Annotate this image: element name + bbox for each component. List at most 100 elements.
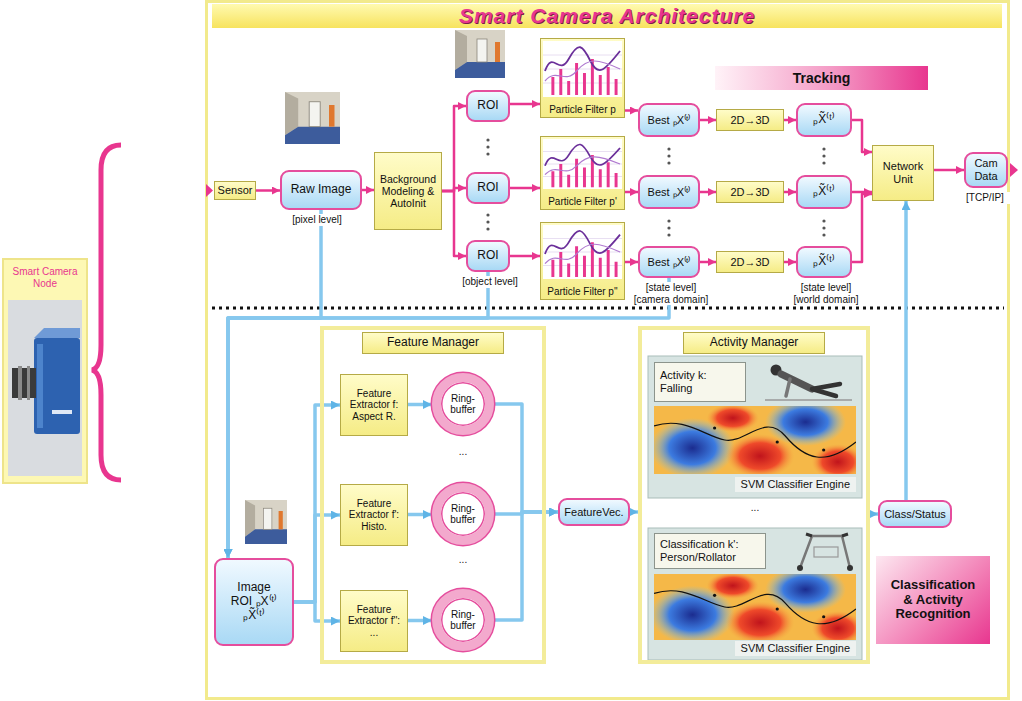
particle-filter-fill	[540, 136, 625, 210]
activity-header-box: Activity k: Falling	[654, 362, 746, 402]
dot	[667, 219, 670, 222]
feature-extractor-box: Feature Extractor f': Histo.	[340, 484, 408, 546]
data-box: Best ₚX⁽ᵗ⁾	[638, 175, 700, 209]
process-box: 2D→3D	[716, 251, 784, 273]
rollator-wheel	[847, 565, 853, 571]
data-box: Image ROI ₚX⁽ᵗ⁾ ₚX̃⁽ᵗ⁾	[214, 558, 294, 646]
node-text: Network Unit	[876, 160, 930, 185]
connector	[408, 403, 432, 407]
connector	[510, 187, 540, 190]
particle-filter-chart	[543, 41, 622, 97]
node-text: Ring-buffer	[441, 609, 485, 632]
rollator-basket	[814, 547, 838, 557]
raw-image-thumbnail	[285, 92, 340, 144]
rollator-handles	[806, 534, 848, 536]
annotation-label: ...	[451, 554, 475, 566]
connector	[494, 404, 558, 512]
connector	[700, 191, 716, 194]
feature-extractor-box: Feature Extractor f'': ...	[340, 590, 408, 652]
lens-ring	[18, 366, 22, 400]
dot	[667, 233, 670, 236]
node-text: Particle Filter p'	[548, 196, 617, 208]
annotation-label: ...	[743, 502, 767, 514]
ring-buffer-circle: Ring-buffer	[432, 483, 494, 545]
node-text: Particle Filter p	[549, 104, 616, 116]
connector	[625, 109, 638, 112]
dot	[822, 154, 825, 157]
node-text: Cam Data	[969, 157, 1003, 182]
connector	[625, 261, 638, 264]
curly-brace	[92, 145, 121, 480]
connector	[442, 106, 466, 191]
annotation-label: [pixel level]	[282, 214, 352, 226]
node-text: Image ROI ₚX⁽ᵗ⁾ ₚX̃⁽ᵗ⁾	[228, 581, 280, 622]
data-box: ROI	[466, 172, 510, 204]
node-text: Best ₚX⁽ᵗ⁾	[648, 256, 691, 269]
data-box: ₚX̃⁽ᵗ⁾	[796, 175, 852, 209]
process-box: 2D→3D	[716, 109, 784, 131]
ring-buffer-circle: Ring-buffer	[432, 589, 494, 651]
connector	[294, 405, 340, 602]
node-text: Best ₚX⁽ᵗ⁾	[648, 114, 691, 127]
node-text: 2D→3D	[730, 186, 769, 199]
annotation-label: [object level]	[458, 276, 522, 288]
node-text: ROI	[477, 181, 498, 195]
camera-photo	[8, 300, 82, 476]
data-box: Best ₚX⁽ᵗ⁾	[638, 246, 700, 278]
camera-lens	[12, 368, 36, 398]
architecture-frame	[207, 2, 1009, 699]
node-text: 2D→3D	[730, 114, 769, 127]
annotation-label: [TCP/IP]	[958, 192, 1012, 204]
dot	[822, 219, 825, 222]
node-text: Background Modeling & AutoInit	[378, 173, 438, 209]
sensor-mark	[206, 184, 213, 197]
particle-filter-box: Particle Filter p'	[540, 136, 625, 210]
connector	[700, 261, 716, 264]
camera-top	[34, 328, 80, 338]
person-torso	[781, 374, 812, 389]
lens-ring	[27, 366, 30, 400]
data-box: ROI	[466, 90, 510, 122]
dot	[667, 147, 670, 150]
classifier-box: SVM Classifier Engine	[654, 406, 856, 492]
image-roi-thumbnail	[245, 500, 287, 544]
svm-heatmap	[650, 566, 864, 646]
connector	[510, 255, 540, 258]
dot	[667, 161, 670, 164]
particle-filter-fill	[540, 222, 625, 300]
connector	[408, 619, 432, 623]
output-arrow	[1010, 163, 1018, 177]
data-box: Best ₚX⁽ᵗ⁾	[638, 103, 700, 137]
node-text: Classification k': Person/Rollator	[660, 538, 760, 563]
node-text: 2D→3D	[730, 256, 769, 269]
camera-node-fill	[2, 258, 88, 484]
connector	[294, 602, 340, 621]
particle-filter-chart	[543, 139, 622, 189]
dot	[486, 213, 489, 216]
roi-thumbnail	[455, 30, 505, 78]
connector	[494, 512, 558, 620]
connector	[625, 191, 638, 194]
connector	[256, 189, 280, 192]
dot	[486, 145, 489, 148]
rollator-wheel	[797, 565, 803, 571]
floor-line	[765, 399, 852, 401]
section-tag: Tracking	[715, 66, 928, 90]
dot	[667, 154, 670, 157]
connector	[870, 512, 878, 516]
connector	[784, 261, 796, 264]
connector	[784, 119, 796, 122]
node-text: Sensor	[218, 184, 253, 197]
dot	[486, 227, 489, 230]
camera-node: Smart Camera Node	[2, 258, 88, 484]
node-text: Tracking	[793, 70, 851, 86]
node-text: Ring-buffer	[441, 503, 485, 526]
annotation-label: ...	[451, 446, 475, 458]
continuation-dots	[486, 138, 825, 236]
connector	[784, 191, 796, 194]
node-text: FeatureVec.	[564, 506, 623, 519]
node-text: Raw Image	[291, 183, 352, 197]
connector	[362, 189, 374, 192]
manager-frame: Activity ManagerActivity k: FallingSVM C…	[638, 326, 870, 664]
